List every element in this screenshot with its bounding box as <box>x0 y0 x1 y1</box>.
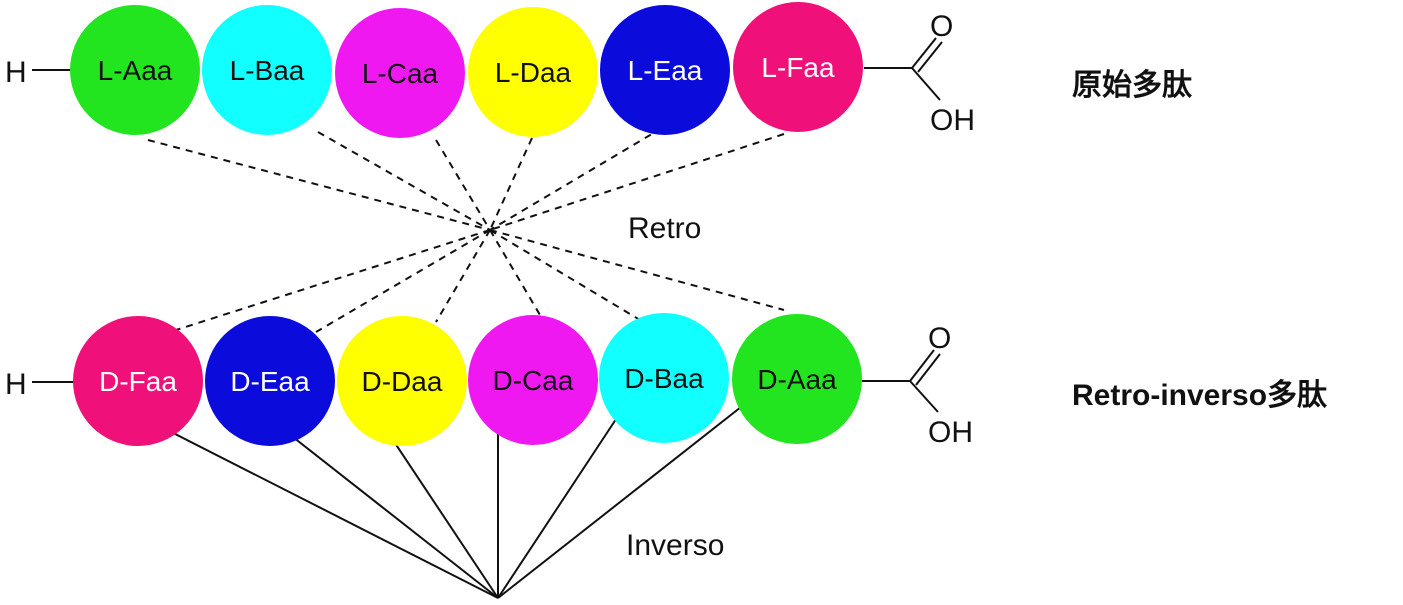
retro-inverso-residue-label-d-aaa: D-Aaa <box>757 364 837 395</box>
original-peptide-title: 原始多肽 <box>1072 69 1192 102</box>
top-hydroxyl: OH <box>930 104 975 137</box>
top-co-double-bond-b <box>917 41 943 73</box>
top-c-terminus: O OH <box>864 10 975 137</box>
original-residue-l-baa <box>202 5 332 135</box>
original-peptide-chain: H L-Aaa L-Baa L-Caa L-Daa L-Eaa L-Faa O OH <box>5 2 975 138</box>
retro-crossing-lines <box>147 127 785 333</box>
retro-line-bottom-1 <box>175 229 491 331</box>
original-residue-l-aaa <box>70 5 200 135</box>
original-residue-l-faa <box>733 2 863 132</box>
retro-inverso-residue-d-daa <box>337 316 467 446</box>
inverso-label: Inverso <box>626 529 725 562</box>
original-residue-label-l-aaa: L-Aaa <box>98 55 173 86</box>
inverso-arrows <box>119 395 756 599</box>
retro-line-bottom-3 <box>435 229 491 323</box>
retro-inverso-peptide-title: Retro-inverso多肽 <box>1072 379 1328 412</box>
original-residue-l-caa <box>335 8 465 138</box>
inverso-arrow-5 <box>497 403 627 599</box>
bottom-c-oh-bond <box>909 380 939 413</box>
inverso-arrow-6 <box>497 395 756 599</box>
top-c-oh-bond <box>911 67 941 101</box>
retro-inverso-residue-d-faa <box>73 316 203 446</box>
retro-line-top-2 <box>317 131 491 231</box>
bottom-carbonyl-oxygen: O <box>928 322 951 355</box>
retro-inverso-peptide-chain: H D-Faa D-Eaa D-Daa D-Caa D-Baa D-Aaa O OH <box>5 313 973 449</box>
retro-inverso-residue-d-caa <box>468 315 598 445</box>
retro-line-top-4 <box>489 137 533 231</box>
top-carbonyl-oxygen: O <box>930 10 953 43</box>
retro-inverso-residue-d-baa <box>599 313 729 443</box>
retro-inverso-residue-d-eaa <box>205 316 335 446</box>
retro-inverso-residues: D-Faa D-Eaa D-Daa D-Caa D-Baa D-Aaa <box>73 313 862 446</box>
bottom-n-terminus: H <box>5 368 27 401</box>
top-co-double-bond-a <box>911 37 937 69</box>
inverso-arrow-1 <box>119 405 499 599</box>
retro-line-top-3 <box>435 139 491 231</box>
bottom-hydroxyl: OH <box>928 416 973 449</box>
original-residues: L-Aaa L-Baa L-Caa L-Daa L-Eaa L-Faa <box>70 2 863 138</box>
retro-line-bottom-4 <box>489 229 541 316</box>
retro-inverso-residue-d-aaa <box>732 314 862 444</box>
original-residue-label-l-baa: L-Baa <box>230 55 305 86</box>
retro-inverso-residue-label-d-daa: D-Daa <box>362 366 443 397</box>
retro-label: Retro <box>628 212 702 245</box>
bottom-co-double-bond-a <box>909 349 935 382</box>
retro-inverso-residue-label-d-eaa: D-Eaa <box>230 366 310 397</box>
original-residue-l-daa <box>468 7 598 137</box>
bottom-c-terminus: O OH <box>862 322 973 449</box>
original-residue-label-l-faa: L-Faa <box>761 52 835 83</box>
original-residue-l-eaa <box>600 5 730 135</box>
retro-line-bottom-5 <box>489 229 641 321</box>
original-residue-label-l-caa: L-Caa <box>362 58 439 89</box>
retro-inverso-residue-label-d-faa: D-Faa <box>99 366 177 397</box>
top-n-terminus: H <box>5 56 27 89</box>
retro-line-bottom-6 <box>489 229 785 311</box>
retro-inverso-residue-label-d-baa: D-Baa <box>624 363 704 394</box>
original-residue-label-l-eaa: L-Eaa <box>628 55 703 86</box>
retro-inverso-residue-label-d-caa: D-Caa <box>493 365 574 396</box>
retro-line-top-1 <box>147 139 491 231</box>
original-residue-label-l-daa: L-Daa <box>495 57 572 88</box>
bottom-co-double-bond-b <box>915 353 941 386</box>
